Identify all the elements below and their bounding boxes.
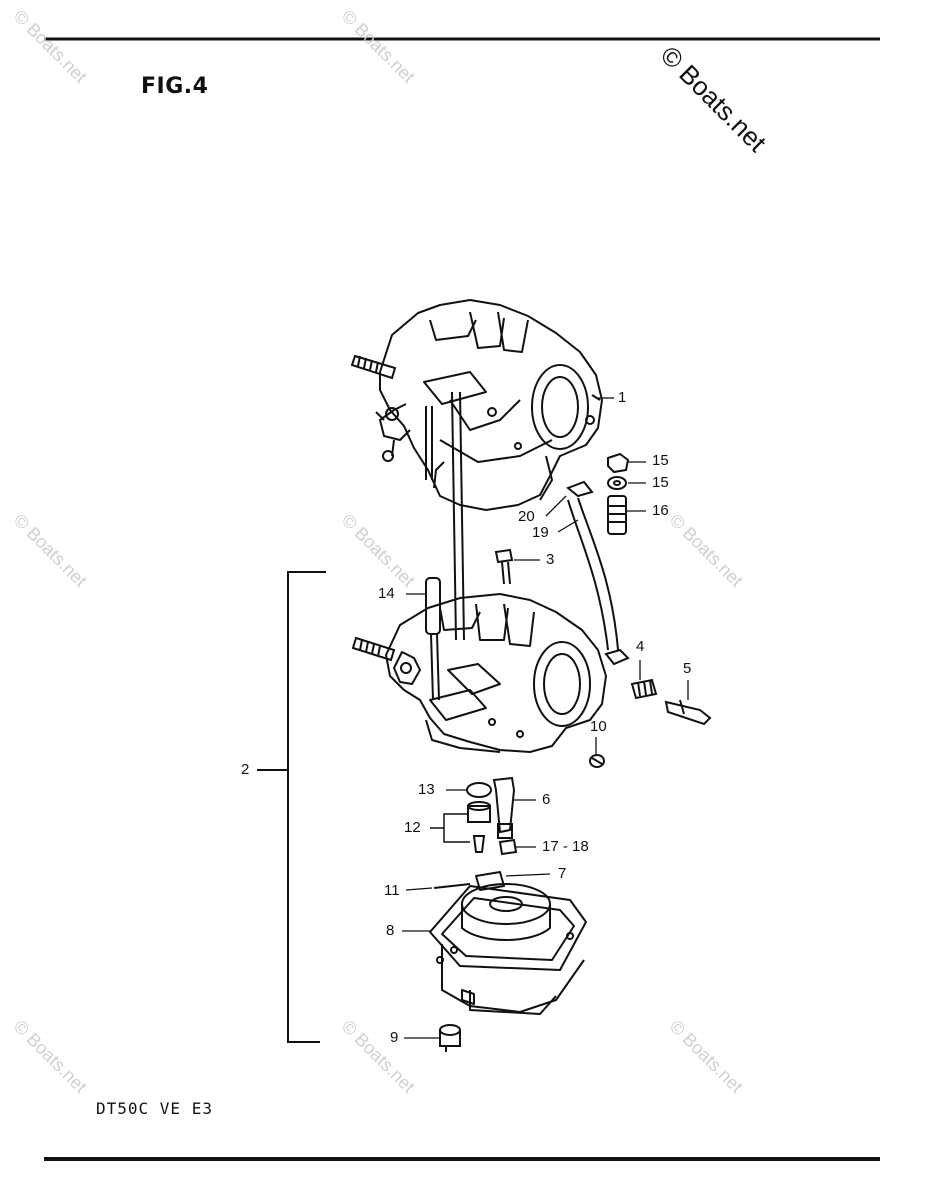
- callout-15-b: 15: [652, 474, 669, 491]
- part-13-washer: [466, 782, 492, 798]
- callout-17-18: 17 - 18: [542, 838, 589, 855]
- part-10-screw: [589, 754, 605, 768]
- callout-2: 2: [241, 761, 250, 778]
- callout-14: 14: [378, 585, 395, 602]
- part-7-float: [461, 871, 551, 941]
- figure-title: FIG.4: [141, 74, 209, 99]
- assembly-bracket-2: [257, 571, 326, 1043]
- carburetor-body-lower: [385, 593, 607, 753]
- callout-13: 13: [418, 781, 435, 798]
- part-3-screw: [494, 548, 514, 585]
- callout-8: 8: [386, 922, 395, 939]
- callout-12: 12: [404, 819, 421, 836]
- callout-10: 10: [590, 718, 607, 735]
- callout-16: 16: [652, 502, 669, 519]
- callout-3: 3: [546, 551, 555, 568]
- callout-6: 6: [542, 791, 551, 808]
- part-4-spring: [630, 678, 658, 700]
- callout-4: 4: [636, 638, 645, 655]
- callout-20: 20: [518, 508, 535, 525]
- part-15-nut-b: [607, 476, 627, 490]
- callout-11: 11: [384, 882, 400, 899]
- callout-19: 19: [532, 524, 549, 541]
- callout-7: 7: [558, 865, 567, 882]
- part-9-screw: [439, 1024, 461, 1052]
- part-8-gasket-bowl: [429, 885, 587, 1015]
- stud-upper-left: [350, 354, 397, 380]
- stud-lower-left: [351, 636, 396, 662]
- part-11-pin: [433, 883, 471, 889]
- part-12-needle: [472, 835, 486, 853]
- part-6-jet-tube: [492, 776, 516, 839]
- callout-1: 1: [618, 389, 627, 406]
- part-19-hose: [567, 497, 619, 651]
- part-4-clip: [604, 648, 630, 666]
- part-15-nut-a: [607, 452, 630, 474]
- callout-9: 9: [390, 1029, 399, 1046]
- part-17-18-jet: [498, 838, 518, 856]
- part-16-jet: [607, 495, 627, 535]
- part-14-pin: [425, 577, 441, 701]
- bracket-12: [430, 813, 470, 843]
- callout-5: 5: [683, 660, 692, 677]
- callout-15-a: 15: [652, 452, 669, 469]
- leader-lines: [402, 397, 689, 1039]
- part-5-screw: [664, 699, 712, 726]
- carburetor-body-upper: [375, 299, 603, 511]
- part-12-valve-seat: [467, 801, 491, 823]
- part-20-clip: [566, 480, 594, 498]
- model-code: DT50C VE E3: [96, 1099, 213, 1118]
